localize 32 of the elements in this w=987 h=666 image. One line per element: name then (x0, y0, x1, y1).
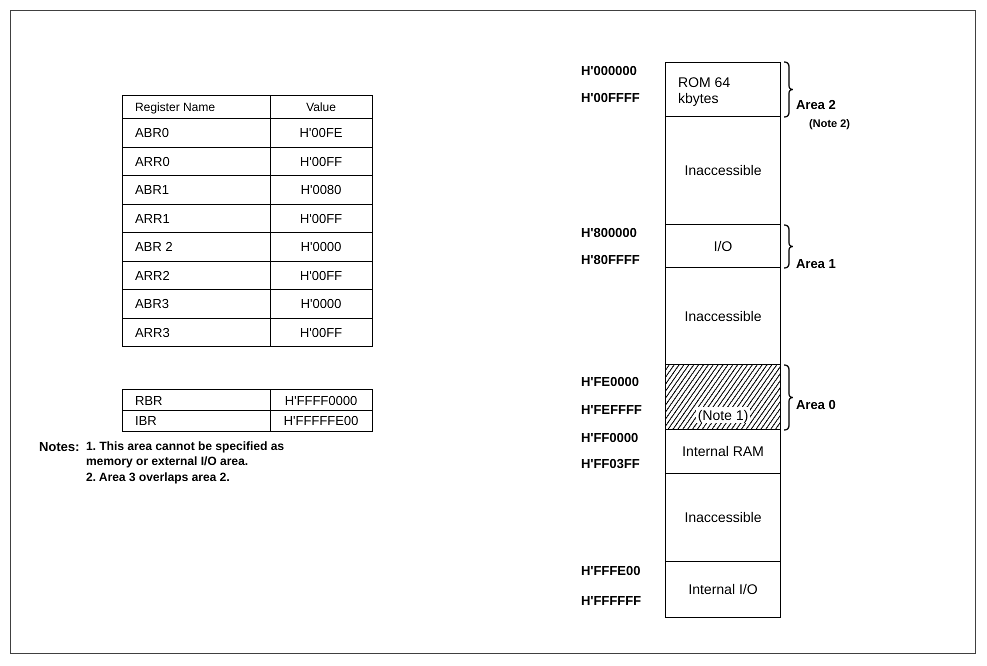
address-label: H'80FFFF (581, 252, 640, 267)
register-name-cell: ARR3 (122, 318, 271, 347)
address-label: H'800000 (581, 225, 637, 240)
register-name-cell: IBR (122, 410, 271, 432)
address-label: H'FF03FF (581, 456, 640, 471)
address-label: H'000000 (581, 63, 637, 78)
address-label: H'00FFFF (581, 90, 640, 105)
notes-heading: Notes: (39, 439, 80, 454)
address-label: H'FEFFFF (581, 402, 642, 417)
area-label: Area 2 (796, 97, 836, 112)
address-label: H'FF0000 (581, 430, 638, 445)
memory-block: Internal I/O (665, 560, 781, 618)
column-header: Register Name (122, 95, 271, 119)
value-cell: H'FFFFFE00 (270, 410, 372, 432)
hatched-region: (Note 1) (665, 364, 781, 430)
note-text: 1. This area cannot be specified as memory or external I/O area. (86, 439, 286, 469)
area-label: Area 0 (796, 397, 836, 412)
note-text: 2. Area 3 overlaps area 2. (86, 470, 230, 484)
memory-block: I/O (665, 224, 781, 268)
area-label: Area 1 (796, 256, 836, 271)
note-reference: (Note 2) (809, 118, 850, 130)
memory-block: Inaccessible (665, 116, 781, 225)
register-name-cell: RBR (122, 389, 271, 411)
memory-block: Internal RAM (665, 428, 781, 474)
address-label: H'FFFE00 (581, 563, 640, 578)
memory-block: Inaccessible (665, 472, 781, 562)
memory-block: ROM 64 kbytes (665, 62, 781, 117)
value-cell: H'00FF (270, 318, 372, 347)
address-label: H'FFFFFF (581, 593, 642, 608)
column-header: Value (270, 95, 372, 119)
address-label: H'FE0000 (581, 374, 640, 389)
value-cell: H'FFFF0000 (270, 389, 372, 411)
